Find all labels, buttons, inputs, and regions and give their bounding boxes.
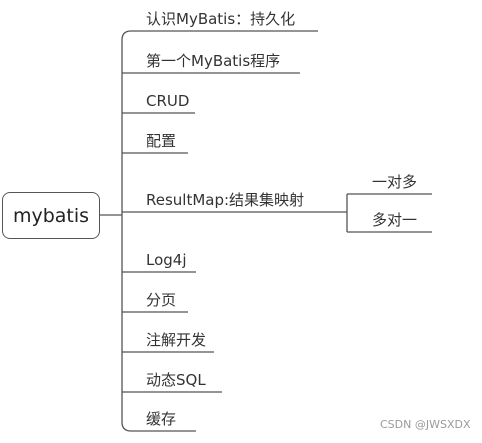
sub-item-one-to-many[interactable]: 一对多 bbox=[372, 173, 418, 191]
branch-item-cache[interactable]: 缓存 bbox=[146, 410, 177, 428]
branch-item-annotation[interactable]: 注解开发 bbox=[146, 331, 207, 349]
branch-item-persistence[interactable]: 认识MyBatis：持久化 bbox=[146, 10, 296, 28]
branch-item-log4j[interactable]: Log4j bbox=[146, 251, 187, 269]
watermark: CSDN @JWSXDX bbox=[380, 418, 471, 431]
branch-item-dynamic-sql[interactable]: 动态SQL bbox=[146, 371, 206, 389]
branch-underline-1 bbox=[121, 30, 318, 41]
branch-item-paging[interactable]: 分页 bbox=[146, 291, 177, 309]
branch-item-crud[interactable]: CRUD bbox=[146, 92, 190, 110]
sub-item-many-to-one[interactable]: 多对一 bbox=[372, 211, 418, 229]
branch-item-config[interactable]: 配置 bbox=[146, 132, 177, 150]
root-node[interactable]: mybatis bbox=[2, 192, 100, 239]
branch-item-first-program[interactable]: 第一个MyBatis程序 bbox=[146, 52, 281, 70]
root-label: mybatis bbox=[12, 204, 90, 227]
branch-item-resultmap[interactable]: ResultMap:结果集映射 bbox=[146, 191, 305, 209]
